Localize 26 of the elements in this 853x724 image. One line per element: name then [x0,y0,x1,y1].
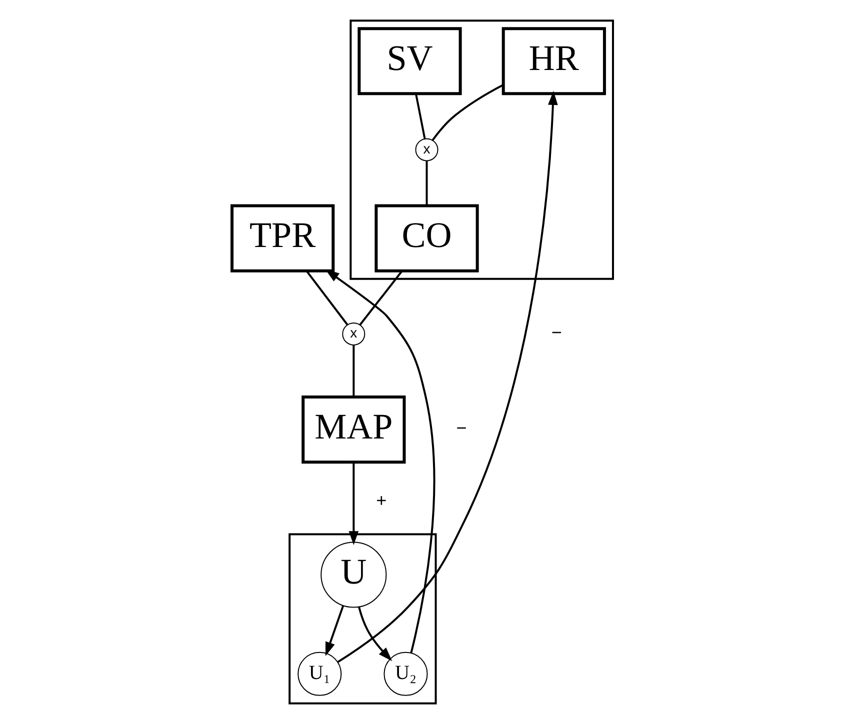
node-circle: U [320,542,387,608]
edge-label: + [376,490,387,511]
edge-label: − [456,418,467,438]
node-circle: x [342,322,366,346]
node-circle: U₁ [298,652,342,696]
node-box: HR [502,27,606,96]
node-box: MAP [302,396,406,464]
cluster [350,20,614,280]
node-box: CO [374,204,479,272]
connector [306,270,348,326]
connector [359,270,403,326]
arrow [325,269,436,654]
node-box: TPR [230,204,335,272]
arrow [358,606,392,662]
arrow [348,462,359,546]
node-circle: x [415,138,438,162]
connector [426,161,428,206]
connector [414,94,426,139]
cluster [288,533,437,704]
connector [432,84,504,141]
node-box: SV [358,27,462,96]
edge-label: − [551,322,562,342]
arrow [337,90,558,663]
connector [352,345,355,397]
node-circle: U₂ [384,652,428,696]
arrow [325,605,344,656]
